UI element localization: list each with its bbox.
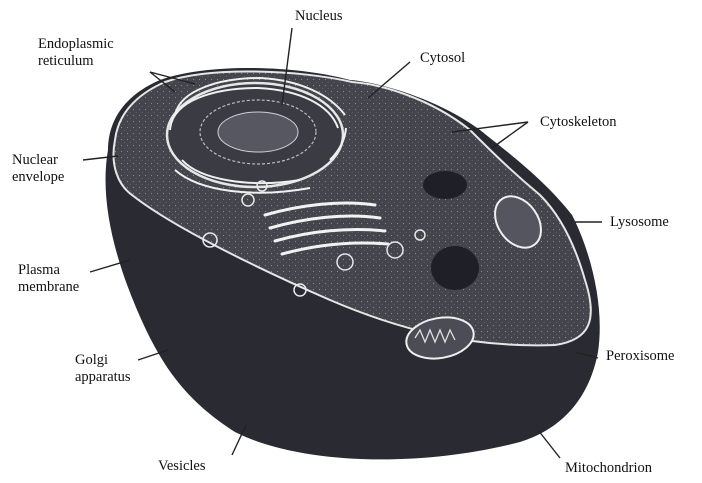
label-endoplasmic-reticulum: Endoplasmic reticulum bbox=[38, 36, 114, 70]
label-mitochondrion: Mitochondrion bbox=[565, 460, 652, 477]
peroxisome-shape bbox=[431, 246, 479, 290]
label-peroxisome: Peroxisome bbox=[606, 348, 674, 365]
label-plasma-membrane: Plasma membrane bbox=[18, 262, 79, 296]
nucleus-shape bbox=[167, 83, 343, 187]
label-nuclear-envelope: Nuclear envelope bbox=[12, 152, 64, 186]
label-cytoskeleton: Cytoskeleton bbox=[540, 114, 617, 131]
label-cytosol: Cytosol bbox=[420, 50, 465, 67]
label-golgi-apparatus: Golgi apparatus bbox=[75, 352, 131, 386]
label-lysosome: Lysosome bbox=[610, 214, 669, 231]
label-vesicles: Vesicles bbox=[158, 458, 206, 475]
dark-body bbox=[423, 171, 467, 199]
label-nucleus: Nucleus bbox=[295, 8, 343, 25]
